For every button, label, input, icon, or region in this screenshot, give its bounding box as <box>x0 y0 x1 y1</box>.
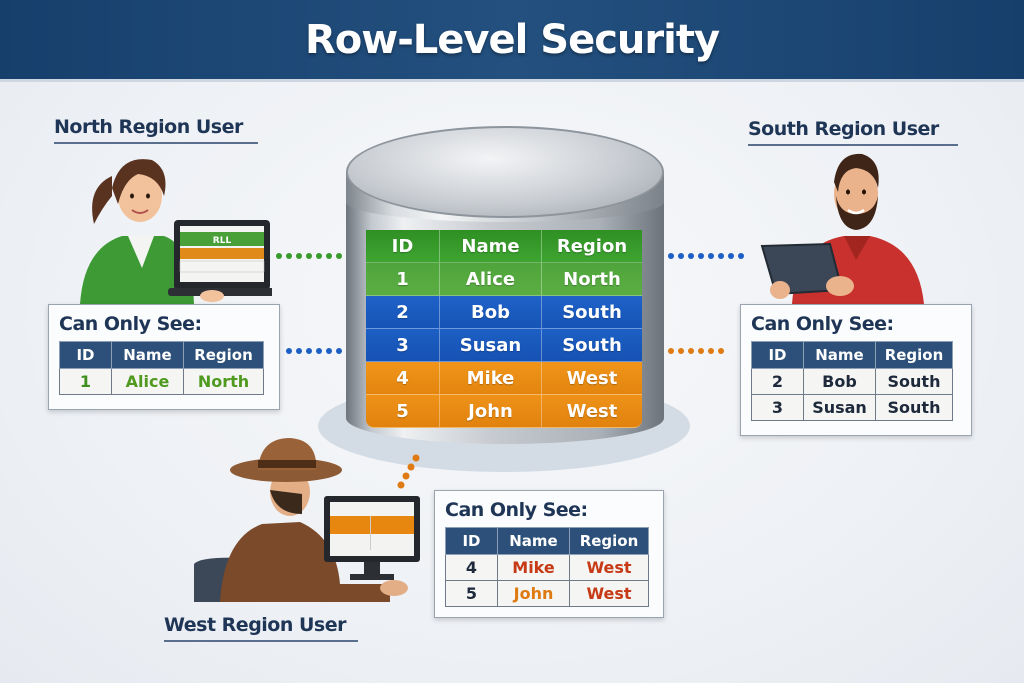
cell-id: 4 <box>445 554 498 581</box>
db-cell-id: 5 <box>366 395 440 427</box>
db-column-header: Name <box>440 230 542 262</box>
table-row: 5 John West <box>445 580 649 607</box>
db-cell-id: 1 <box>366 263 440 295</box>
db-cell-name: Alice <box>440 263 542 295</box>
north-visible-rows-card: Can Only See: ID Name Region 1 Alice Nor… <box>48 304 280 410</box>
cell-region: West <box>569 554 649 581</box>
table-row: 1 Alice North <box>59 368 264 395</box>
face <box>118 170 162 222</box>
column-header: Region <box>569 527 649 555</box>
west-connector-dot <box>407 463 415 471</box>
column-header: ID <box>59 341 112 369</box>
face <box>834 166 878 222</box>
cell-name: John <box>497 580 570 607</box>
beard <box>836 196 878 230</box>
column-header: Region <box>183 341 264 369</box>
south-visible-table: ID Name Region 2 Bob South 3 Susan South <box>751 341 953 421</box>
cell-id: 5 <box>445 580 498 607</box>
db-cell-region: West <box>566 400 618 422</box>
cell-name: Mike <box>497 554 570 581</box>
north-visible-table: ID Name Region 1 Alice North <box>59 341 264 395</box>
db-column-header: ID <box>366 230 440 262</box>
cell-region: North <box>183 368 264 395</box>
db-cell-name: Bob <box>440 296 542 328</box>
cell-name: Bob <box>803 368 876 395</box>
database-lid <box>346 126 664 218</box>
laptop-screen-label: RLL <box>213 236 232 246</box>
db-cell-id: 2 <box>366 296 440 328</box>
column-header: Name <box>111 341 184 369</box>
database-row-south: 3 Susan South <box>366 329 642 362</box>
db-cell-region: South <box>562 334 622 356</box>
north-to-south-connector <box>286 348 342 354</box>
south-user-illustration <box>760 153 924 304</box>
north-user-illustration: RLL <box>80 159 272 304</box>
db-cell-id: 4 <box>366 362 440 394</box>
ponytail <box>92 176 112 224</box>
db-column-header: Region <box>556 235 628 257</box>
south-card-title: Can Only See: <box>751 313 894 335</box>
west-connector-dot <box>402 472 410 480</box>
west-card-title: Can Only See: <box>445 499 588 521</box>
db-cell-id: 3 <box>366 329 440 361</box>
west-user-title: West Region User <box>164 614 358 642</box>
page-title: Row-Level Security <box>304 16 720 63</box>
south-user-title: South Region User <box>748 118 958 146</box>
north-card-title: Can Only See: <box>59 313 202 335</box>
table-row: 4 Mike West <box>445 554 649 581</box>
white-shirt <box>128 236 154 268</box>
hair <box>112 159 166 204</box>
cell-region: South <box>875 368 953 395</box>
column-header: ID <box>445 527 498 555</box>
column-header: ID <box>751 341 804 369</box>
database-row-west: 4 Mike West <box>366 362 642 395</box>
south-visible-rows-card: Can Only See: ID Name Region 2 Bob South… <box>740 304 972 436</box>
column-header: Region <box>875 341 953 369</box>
south-to-west-connector <box>668 348 724 354</box>
brown-jacket <box>220 522 390 602</box>
db-cell-region: West <box>566 367 618 389</box>
db-cell-name: Mike <box>440 362 542 394</box>
cell-name: Susan <box>803 394 876 421</box>
database-table: ID Name Region 1 Alice North 2 Bob South… <box>366 230 642 428</box>
database-row-north: 1 Alice North <box>366 263 642 296</box>
column-header: Name <box>497 527 570 555</box>
column-header: Name <box>803 341 876 369</box>
header-banner: Row-Level Security <box>0 0 1024 82</box>
database-header-row: ID Name Region <box>366 230 642 263</box>
west-connector-dot <box>412 454 420 462</box>
database-row-south: 2 Bob South <box>366 296 642 329</box>
db-cell-region: North <box>563 268 621 290</box>
table-row: 2 Bob South <box>751 368 953 395</box>
cell-region: South <box>875 394 953 421</box>
west-connector-dot <box>397 481 405 489</box>
cell-id: 2 <box>751 368 804 395</box>
hair <box>834 153 879 192</box>
cell-id: 3 <box>751 394 804 421</box>
west-visible-table: ID Name Region 4 Mike West 5 John West <box>445 527 649 607</box>
north-user-title: North Region User <box>54 116 258 144</box>
db-cell-name: John <box>440 395 542 427</box>
db-cell-region: South <box>562 301 622 323</box>
south-connector <box>668 253 744 259</box>
west-user-illustration <box>194 438 420 602</box>
cell-id: 1 <box>59 368 112 395</box>
north-connector <box>276 253 342 259</box>
database-cylinder: ID Name Region 1 Alice North 2 Bob South… <box>346 126 664 456</box>
west-visible-rows-card: Can Only See: ID Name Region 4 Mike West… <box>434 490 664 618</box>
database-row-west: 5 John West <box>366 395 642 428</box>
cell-region: West <box>569 580 649 607</box>
cell-name: Alice <box>111 368 184 395</box>
db-cell-name: Susan <box>440 329 542 361</box>
table-row: 3 Susan South <box>751 394 953 421</box>
green-jacket <box>80 236 194 304</box>
